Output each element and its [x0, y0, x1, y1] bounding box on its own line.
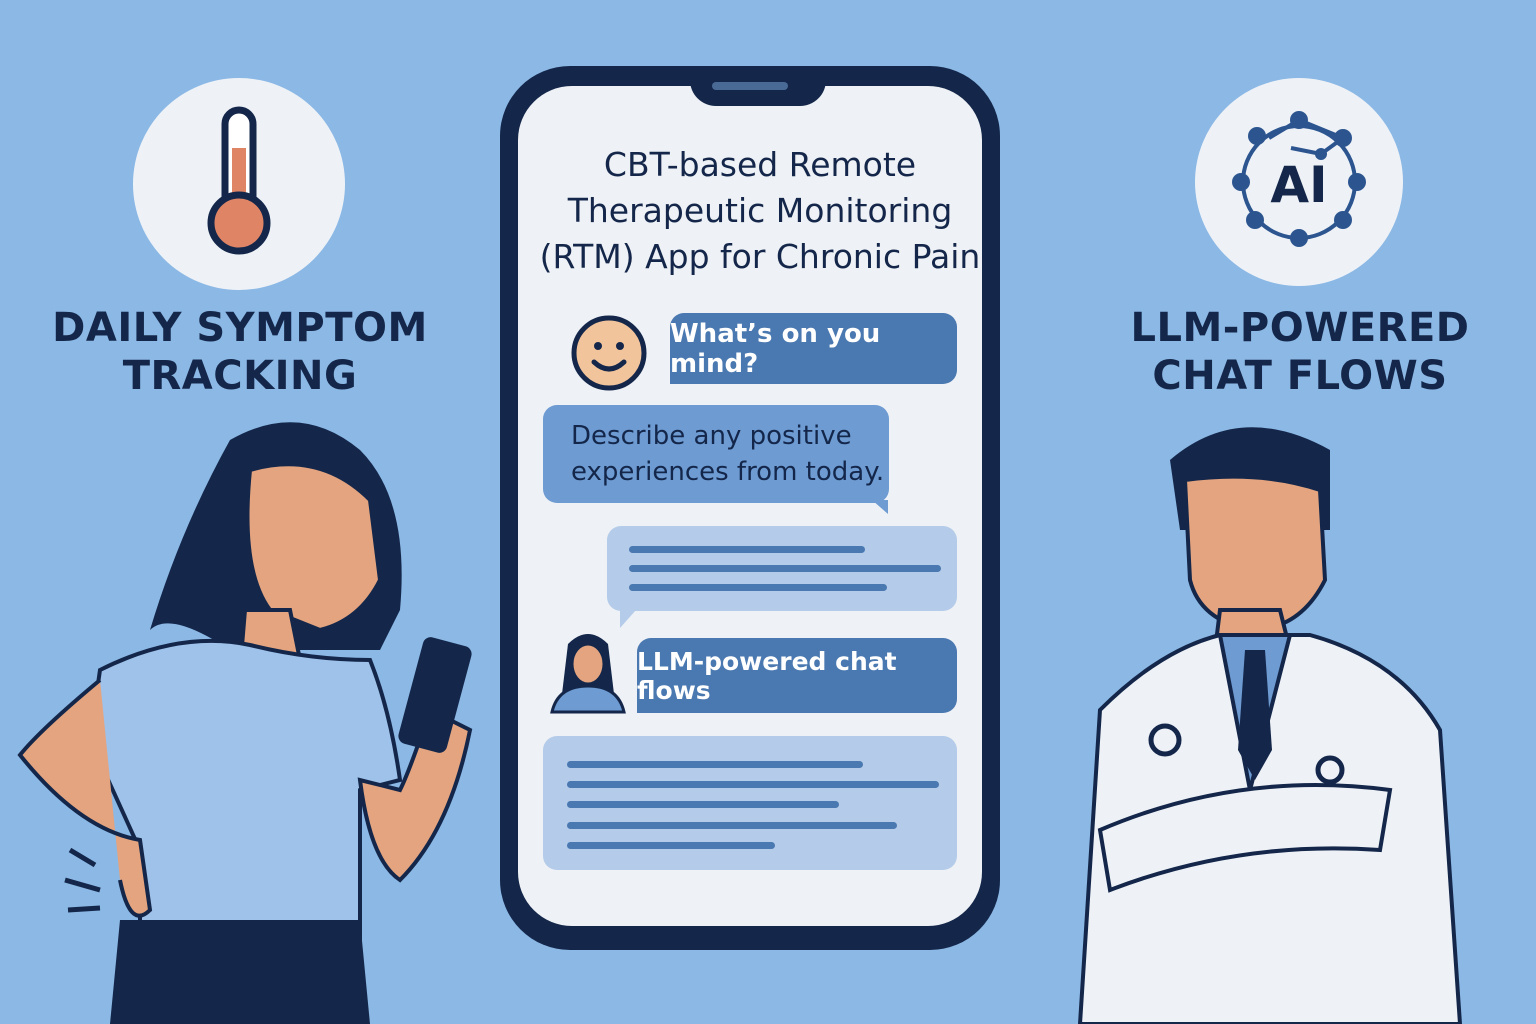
chat-bubble-prompt-text: What’s on you mind? — [670, 318, 881, 379]
left-heading: DAILY SYMPTOM TRACKING — [30, 304, 450, 400]
text-line — [567, 822, 897, 829]
left-heading-line1: DAILY SYMPTOM — [52, 305, 428, 351]
text-line — [629, 584, 887, 591]
chat-bubble-llm-text: LLM-powered chat flows — [637, 646, 897, 705]
right-heading-line2: CHAT FLOWS — [1152, 353, 1448, 399]
smiley-avatar-icon — [571, 315, 647, 391]
chat-bubble-llm: LLM-powered chat flows — [637, 638, 957, 713]
bubble-tail — [620, 610, 636, 628]
right-heading: LLM-POWERED CHAT FLOWS — [1090, 304, 1510, 400]
thermometer-badge — [133, 78, 345, 290]
ai-badge: AI — [1195, 78, 1403, 286]
app-title-line3: (RTM) App for Chronic Pain — [539, 237, 981, 276]
chat-bubble-prompt: What’s on you mind? — [670, 313, 957, 384]
woman-with-phone-illustration — [17, 422, 473, 1024]
chat-bubble-placeholder-response — [543, 736, 957, 870]
woman-avatar-icon — [550, 634, 626, 714]
thermometer-icon — [207, 106, 271, 255]
chat-bubble-question: Describe any positive experiences from t… — [543, 405, 889, 503]
ai-network-icon: AI — [1232, 111, 1366, 247]
chat-bubble-question-line1: Describe any positive — [571, 421, 852, 451]
text-line — [629, 546, 865, 553]
app-title: CBT-based Remote Therapeutic Monitoring … — [520, 142, 1000, 280]
text-line — [567, 761, 863, 768]
left-heading-line2: TRACKING — [122, 353, 358, 399]
right-heading-line1: LLM-POWERED — [1130, 305, 1470, 351]
text-line — [567, 842, 775, 849]
phone-speaker — [712, 82, 788, 90]
text-line — [567, 781, 939, 788]
app-title-line1: CBT-based Remote — [603, 145, 917, 184]
doctor-illustration — [1077, 427, 1463, 1024]
text-line — [629, 565, 941, 572]
text-line — [567, 801, 839, 808]
chat-bubble-placeholder-reply — [607, 526, 957, 611]
bubble-tail — [872, 500, 888, 514]
ai-icon-text: AI — [1270, 156, 1327, 214]
chat-bubble-question-line2: experiences from today. — [571, 457, 885, 487]
app-title-line2: Therapeutic Monitoring — [567, 191, 953, 230]
